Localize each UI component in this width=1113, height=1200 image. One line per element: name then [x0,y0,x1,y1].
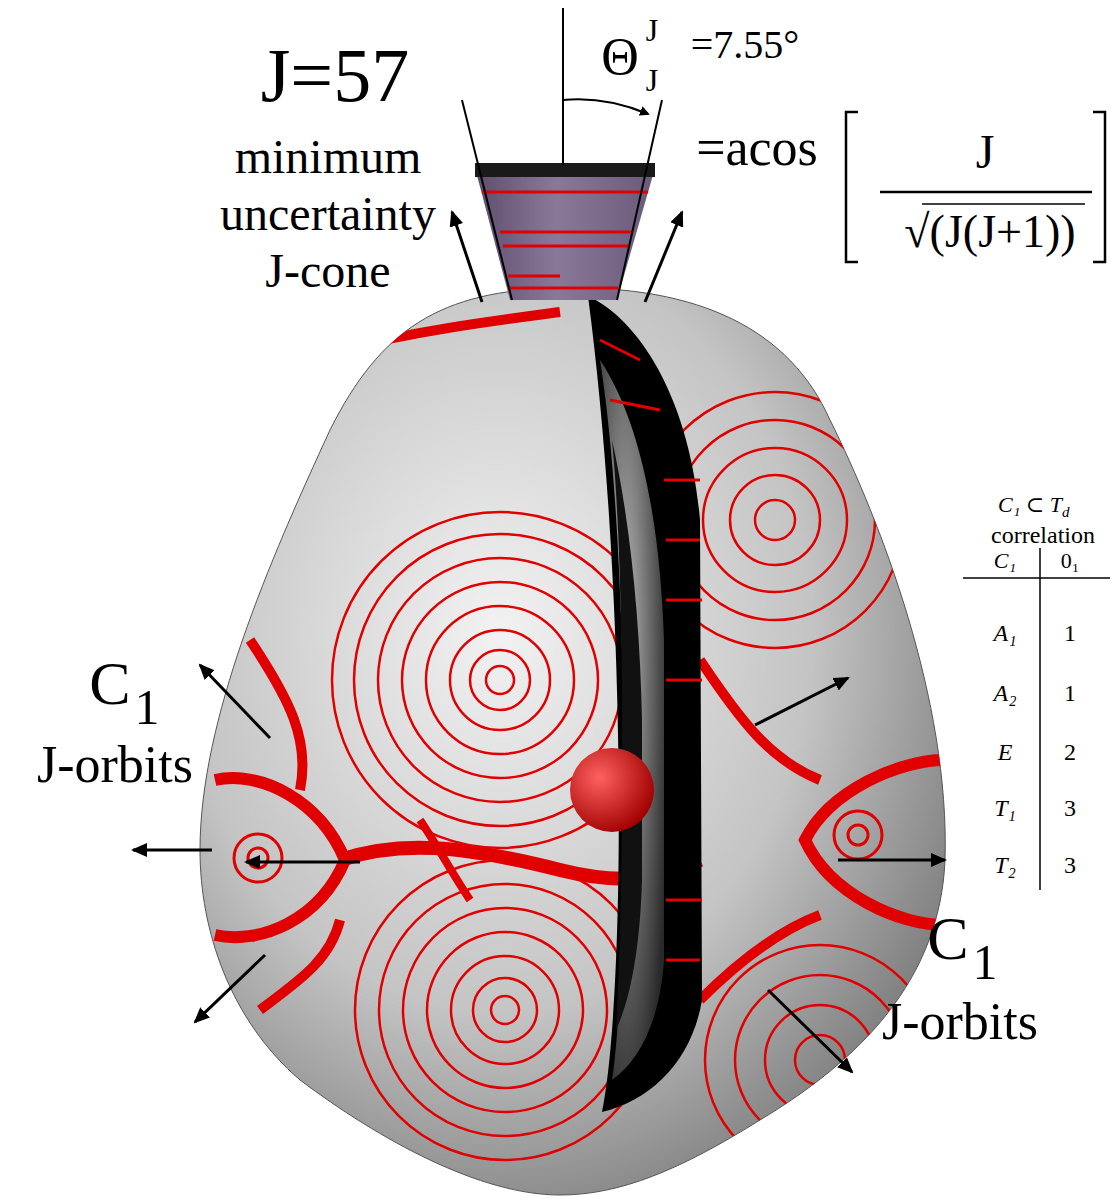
table-cell: 3 [1064,853,1076,877]
table-cell: 1 [1064,621,1076,645]
subscript: 1 [973,937,998,987]
table-cell: 1 [1064,681,1076,705]
table-header: C₁ [994,550,1016,572]
angle-value: =7.55° [691,25,800,65]
fraction-numerator: J [976,128,995,176]
table-title: C₁ ⊂ T [998,494,1062,516]
subscript: 1 [135,682,160,732]
orbit-label: J-orbits [882,996,1038,1048]
table-cell: A₂ [993,681,1016,705]
subscript: J [646,64,658,96]
subscript: d [1062,505,1070,520]
theta-symbol: Θ [601,31,639,83]
table-title: correlation [991,523,1095,547]
formula-text: =acos [696,122,818,174]
table-cell: A₁ [993,621,1016,645]
big-label: J=57 [261,37,409,113]
table-cell: 2 [1064,740,1076,764]
table-rule [1039,548,1041,890]
group-symbol: C [927,907,968,969]
table-cell: T₁ [994,796,1016,820]
table-header: 0₁ [1061,550,1080,572]
table-cell: E [998,740,1013,764]
table-rule [963,577,1110,579]
table-cell: 3 [1064,796,1076,820]
fraction-denominator: √(J(J+1)) [904,209,1075,255]
table-cell: T₂ [994,853,1016,877]
orbit-label: J-orbits [37,739,193,791]
group-symbol: C [89,652,130,714]
superscript: J [646,14,658,46]
cone-caption: minimum uncertainty J-cone [198,128,458,299]
